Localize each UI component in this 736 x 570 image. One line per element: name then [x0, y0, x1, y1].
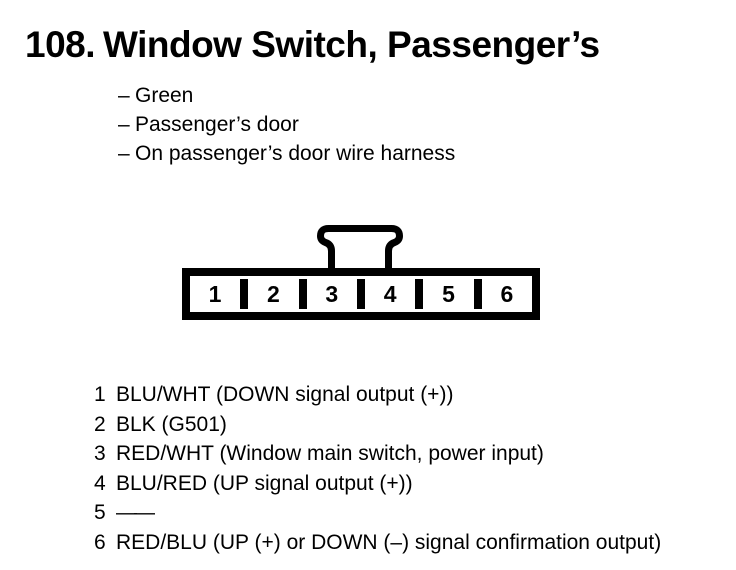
pin-cell-number: 4	[383, 280, 397, 307]
connector-lock-tab-icon	[317, 225, 403, 268]
pin-number: 2	[94, 412, 106, 436]
bullet-item: –Passenger’s door	[118, 110, 455, 139]
bullet-dash: –	[118, 113, 130, 136]
pin-cell-number: 5	[442, 280, 455, 307]
pin-number: 4	[94, 471, 106, 495]
pin-description: BLU/RED (UP signal output (+))	[116, 471, 413, 495]
pin-cell-number: 2	[266, 280, 280, 307]
cell-divider	[240, 279, 249, 309]
pin-row: 3 RED/WHT (Window main switch, power inp…	[94, 439, 661, 469]
pin-cell-number: 1	[208, 280, 222, 307]
bullet-text: Green	[135, 84, 194, 107]
pin-cell-number: 6	[500, 280, 514, 307]
pin-description: RED/WHT (Window main switch, power input…	[116, 442, 544, 465]
bullet-dash: –	[118, 142, 130, 165]
pin-description-list: 1 BLU/WHT (DOWN signal output (+)) 2 BLK…	[94, 380, 661, 557]
pin-description-empty-dash: ——	[116, 501, 155, 524]
connector-notes: –Green –Passenger’s door –On passenger’s…	[118, 81, 455, 168]
cell-divider	[473, 279, 482, 309]
pin-description: RED/BLU (UP (+) or DOWN (–) signal confi…	[116, 530, 662, 554]
pin-row: 4 BLU/RED (UP signal output (+))	[94, 469, 661, 499]
connector-pin-cell: 2	[248, 276, 299, 312]
cell-divider	[356, 279, 365, 309]
bullet-text: On passenger’s door wire harness	[135, 142, 456, 165]
pin-description: BLU/WHT (DOWN signal output (+))	[116, 383, 454, 406]
pin-number: 6	[94, 530, 106, 554]
bullet-item: –On passenger’s door wire harness	[118, 139, 455, 168]
cell-divider	[298, 279, 307, 309]
cell-divider	[415, 279, 424, 309]
connector-body: 1 2 3 4 5 6	[182, 268, 540, 320]
pin-number: 5	[94, 501, 106, 524]
bullet-dash: –	[118, 84, 130, 107]
pin-row: 1 BLU/WHT (DOWN signal output (+))	[94, 380, 661, 410]
pin-row: 5 ——	[94, 498, 661, 528]
pin-description: BLK (G501)	[116, 412, 227, 436]
bullet-item: –Green	[118, 81, 455, 110]
pin-number: 1	[94, 383, 106, 406]
bullet-text: Passenger’s door	[135, 113, 299, 136]
page-title: Window Switch, Passenger’s	[103, 24, 600, 65]
page-title-row: 108. Window Switch, Passenger’s	[25, 26, 600, 63]
pin-cell-number: 3	[325, 280, 339, 307]
pin-number: 3	[94, 442, 106, 465]
connector-pin-cell: 3	[306, 276, 357, 312]
item-number: 108.	[25, 24, 96, 65]
connector-pin-cell: 5	[423, 276, 474, 312]
pin-row: 6 RED/BLU (UP (+) or DOWN (–) signal con…	[94, 528, 661, 558]
connector-pin-cell: 1	[190, 276, 240, 312]
connector-pin-cell: 6	[481, 276, 532, 312]
connector-pin-cell: 4	[365, 276, 416, 312]
pin-row: 2 BLK (G501)	[94, 410, 661, 440]
